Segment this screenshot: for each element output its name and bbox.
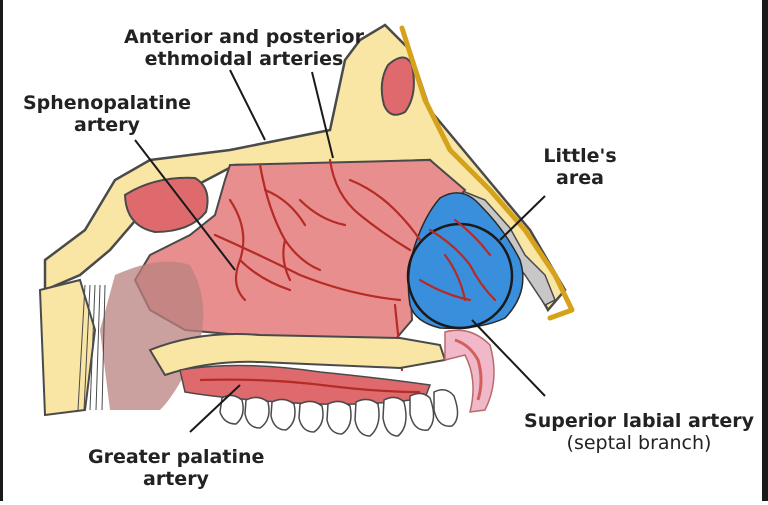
nasopharynx [100,261,204,410]
frame-left-edge [0,0,3,501]
greater-palatine-vessel [199,378,421,394]
teeth-row [219,389,459,437]
nose-skin-edge [399,25,575,321]
label-littles-line1: Little's [543,145,617,167]
label-sphenopalatine-artery: Sphenopalatine artery [22,92,192,136]
label-littles-area: Little's area [530,145,630,189]
label-greater-palatine-artery: Greater palatine artery [88,446,264,490]
cervical-region [38,278,97,417]
leader-sphenopalatine [134,139,236,271]
label-superior-labial-artery: Superior labial artery (septal branch) [524,410,754,454]
label-sphenopalatine-line2: artery [74,114,140,136]
leader-littles-area [499,195,546,241]
label-littles-line2: area [556,167,604,189]
sphenoid-sinus [123,176,209,234]
frontal-sinus [380,56,415,116]
label-greater-palatine-line1: Greater palatine [88,446,265,468]
lip-vessel [454,338,483,401]
frame-right-edge [762,0,768,501]
pharyngeal-lines [77,284,106,411]
leader-greater-palatine [189,384,241,433]
leader-lines [134,69,546,433]
hard-palate [148,333,447,377]
label-greater-palatine-line2: artery [143,468,209,490]
upper-lip [444,329,495,413]
label-ethmoidal-arteries: Anterior and posterior ethmoidal arterie… [124,26,364,70]
label-superior-labial-line2: (septal branch) [566,432,712,454]
artery-network [213,158,497,372]
label-ethmoidal-line2: ethmoidal arteries [144,48,344,70]
leader-ethmoidal-posterior [311,71,334,159]
label-ethmoidal-line1: Anterior and posterior [124,26,364,48]
label-superior-labial-line1: Superior labial artery [524,410,754,432]
leader-ethmoidal-anterior [229,69,266,141]
label-sphenopalatine-line1: Sphenopalatine [22,92,192,114]
leader-superior-labial [471,319,546,397]
